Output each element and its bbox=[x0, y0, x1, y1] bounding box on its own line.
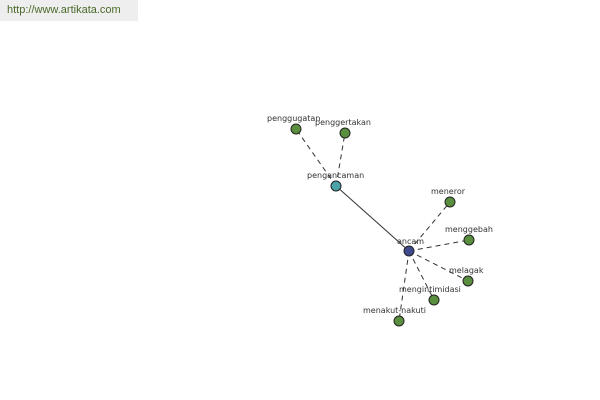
edge-ancam-menakut-nakuti bbox=[398, 250, 410, 322]
edge-ancam-pengancaman bbox=[335, 185, 410, 252]
node-label-melagak[interactable]: melagak bbox=[449, 266, 484, 275]
node-label-menggebah[interactable]: menggebah bbox=[445, 225, 493, 234]
node-mengintimidasi[interactable]: mengintimidasi bbox=[399, 285, 461, 306]
node-penggugatan[interactable]: penggugatan bbox=[267, 114, 320, 135]
edge-ancam-melagak bbox=[408, 250, 469, 282]
node-label-penggertakan[interactable]: penggertakan bbox=[315, 118, 371, 127]
edge-pengancaman-penggugatan bbox=[295, 128, 337, 187]
node-dot-ancam[interactable] bbox=[403, 245, 415, 257]
node-menakut-nakuti[interactable]: menakut-nakuti bbox=[363, 306, 426, 327]
edge-ancam-menggebah bbox=[408, 239, 470, 252]
node-dot-melagak[interactable] bbox=[462, 275, 474, 287]
node-label-pengancaman[interactable]: pengancaman bbox=[307, 171, 364, 180]
node-dot-penggertakan[interactable] bbox=[339, 127, 351, 139]
node-pengancaman[interactable]: pengancaman bbox=[307, 171, 364, 192]
node-label-ancam[interactable]: ancam bbox=[397, 237, 424, 246]
edges-layer bbox=[295, 128, 470, 322]
node-menggebah[interactable]: menggebah bbox=[445, 225, 493, 246]
edge-ancam-meneror bbox=[408, 201, 451, 252]
node-label-penggugatan[interactable]: penggugatan bbox=[267, 114, 320, 123]
node-dot-penggugatan[interactable] bbox=[290, 123, 302, 135]
node-label-meneror[interactable]: meneror bbox=[431, 187, 466, 196]
node-dot-pengancaman[interactable] bbox=[330, 180, 342, 192]
node-dot-meneror[interactable] bbox=[444, 196, 456, 208]
node-dot-menggebah[interactable] bbox=[463, 234, 475, 246]
node-ancam[interactable]: ancam bbox=[397, 237, 424, 257]
node-meneror[interactable]: meneror bbox=[431, 187, 466, 208]
node-melagak[interactable]: melagak bbox=[449, 266, 484, 287]
node-label-mengintimidasi[interactable]: mengintimidasi bbox=[399, 285, 461, 294]
source-url-banner[interactable]: http://www.artikata.com bbox=[0, 0, 138, 21]
edge-ancam-mengintimidasi bbox=[408, 250, 435, 301]
node-label-menakut-nakuti[interactable]: menakut-nakuti bbox=[363, 306, 426, 315]
node-dot-menakut-nakuti[interactable] bbox=[393, 315, 405, 327]
node-dot-mengintimidasi[interactable] bbox=[428, 294, 440, 306]
source-url-text[interactable]: http://www.artikata.com bbox=[7, 4, 121, 16]
node-penggertakan[interactable]: penggertakan bbox=[315, 118, 371, 139]
